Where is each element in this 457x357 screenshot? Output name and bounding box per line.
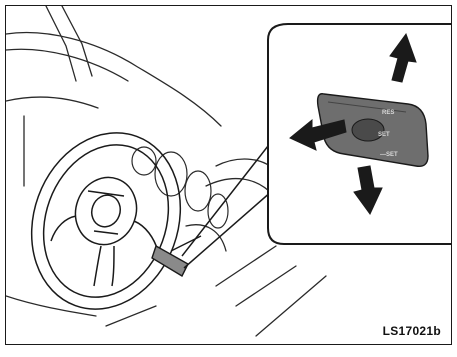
cruise-control-figure: RES SET —SET LS17021b [5, 5, 452, 345]
lever-label-bottom: —SET [380, 152, 398, 158]
callout-lines [182, 146, 272, 268]
lever-label-top: RES [382, 110, 394, 116]
figure-code: LS17021b [383, 324, 441, 338]
lever-label-middle: SET [378, 132, 390, 138]
steering-wheel [8, 112, 205, 330]
steering-wheel-illustration: RES SET —SET [6, 6, 452, 345]
